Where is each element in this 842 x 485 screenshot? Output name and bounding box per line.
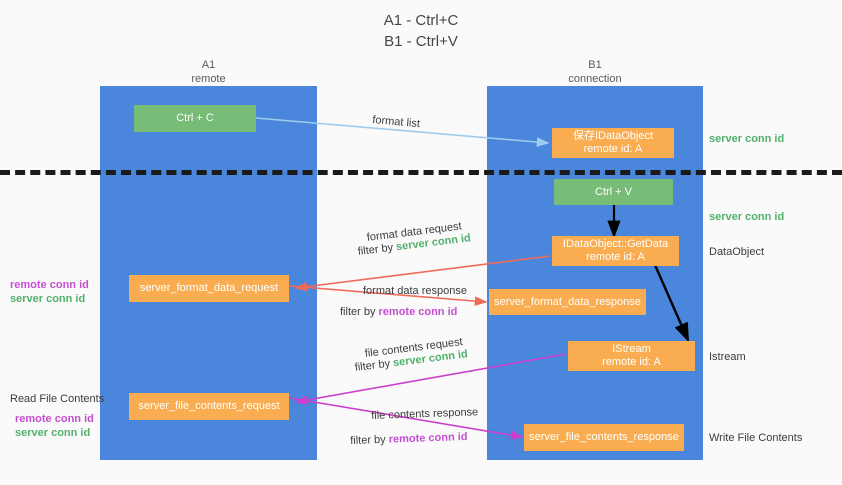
node-getdata[interactable]: IDataObject::GetData remote id: A <box>552 236 679 266</box>
annotation-format-server-conn-id: server conn id <box>10 293 86 305</box>
edge-label-format-data-response: format data response <box>363 285 467 297</box>
node-istream-line2: remote id: A <box>602 356 661 368</box>
lane-header-b1-name: B1 <box>588 59 602 71</box>
annotation-file-remote-conn-id: remote conn id <box>15 413 94 425</box>
node-ctrl-v-line1: Ctrl + V <box>595 185 632 198</box>
lane-header-b1: B1 connection <box>487 58 703 86</box>
annotation-server-conn-id-1: server conn id <box>709 133 785 145</box>
annotation-file-server-conn-id: server conn id <box>15 427 91 439</box>
node-getdata-line2: remote id: A <box>586 251 645 263</box>
node-server-file-contents-request-line1: server_file_contents_request <box>138 400 280 412</box>
annotation-istream: Istream <box>709 351 746 363</box>
node-server-file-contents-response[interactable]: server_file_contents_response <box>524 424 684 451</box>
edge-label-format-data-response-filter: filter by remote conn id <box>340 306 458 318</box>
lane-header-a1-sub: remote <box>191 73 226 85</box>
title-line-1: A1 - Ctrl+C <box>383 12 459 29</box>
node-ctrl-v[interactable]: Ctrl + V <box>554 179 673 205</box>
node-server-format-data-response-line1: server_format_data_response <box>494 295 641 308</box>
phase-divider <box>0 170 842 175</box>
lane-header-a1-name: A1 <box>201 59 216 71</box>
diagram-title: A1 - Ctrl+C B1 - Ctrl+V <box>0 10 842 52</box>
node-save-idataobject[interactable]: 保存IDataObject remote id: A <box>552 128 674 158</box>
title-line-2: B1 - Ctrl+V <box>384 33 458 50</box>
lane-header-b1-sub: connection <box>568 73 622 85</box>
annotation-server-conn-id-2: server conn id <box>709 211 785 223</box>
node-istream[interactable]: IStream remote id: A <box>568 341 695 371</box>
node-save-idataobject-line1: 保存IDataObject <box>572 130 654 142</box>
annotation-write-file-contents: Write File Contents <box>709 432 803 444</box>
node-save-idataobject-line2: remote id: A <box>583 143 643 155</box>
node-server-format-data-request[interactable]: server_format_data_request <box>129 275 289 302</box>
node-server-file-contents-response-line1: server_file_contents_response <box>529 431 679 443</box>
edge-label-file-contents-response: file contents response <box>371 406 479 422</box>
node-getdata-line1: IDataObject::GetData <box>562 238 669 250</box>
node-ctrl-c-line1: Ctrl + C <box>176 112 214 124</box>
lane-header-a1: A1 remote <box>100 58 317 86</box>
annotation-dataobject: DataObject <box>709 246 765 258</box>
annotation-read-file-contents: Read File Contents <box>10 393 105 405</box>
edge-label-format-list: format list <box>371 113 421 131</box>
node-server-format-data-request-line1: server_format_data_request <box>139 282 279 294</box>
node-server-format-data-response[interactable]: server_format_data_response <box>489 289 646 315</box>
node-istream-line1: IStream <box>612 343 651 355</box>
annotation-format-remote-conn-id: remote conn id <box>10 279 89 291</box>
node-ctrl-c[interactable]: Ctrl + C <box>134 105 256 132</box>
node-server-file-contents-request[interactable]: server_file_contents_request <box>129 393 289 420</box>
edge-label-file-contents-response-filter: filter by remote conn id <box>350 430 468 447</box>
